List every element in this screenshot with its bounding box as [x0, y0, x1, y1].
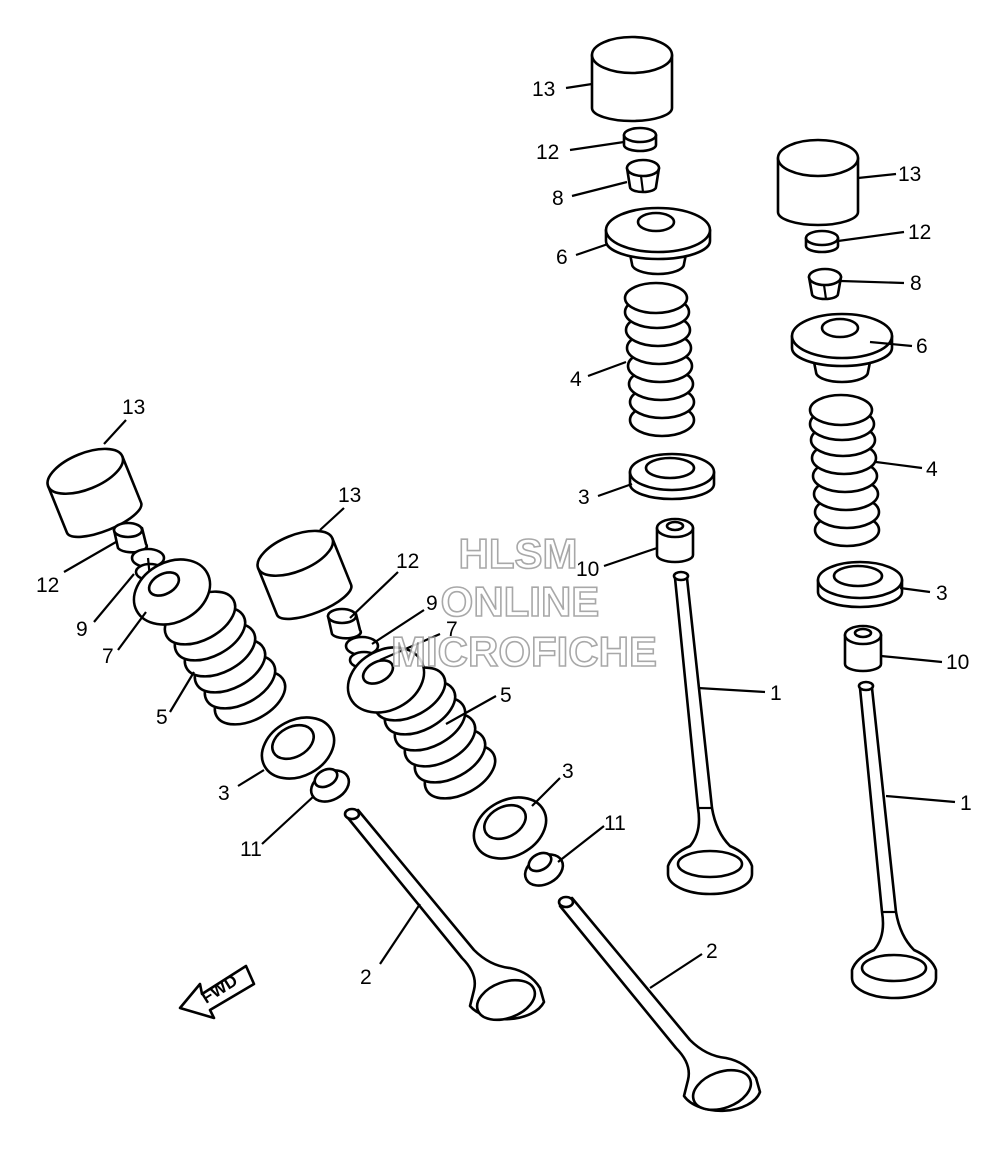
spring-retainer	[346, 646, 426, 714]
label-3-d: 3	[562, 760, 574, 783]
valve-spring	[373, 666, 497, 800]
label-13-c: 13	[122, 396, 145, 419]
label-12-b: 12	[908, 221, 931, 244]
label-4-a: 4	[570, 368, 582, 391]
valve-cotter	[625, 158, 661, 194]
valve-assembly-d	[256, 529, 762, 1113]
spring-retainer	[604, 206, 712, 276]
valve-shim	[326, 607, 362, 640]
label-2-d: 2	[706, 940, 718, 963]
label-12-a: 12	[536, 141, 559, 164]
valve-stem-seal	[655, 517, 695, 564]
valve-spring	[808, 393, 881, 548]
spring-seat	[816, 560, 904, 609]
label-5-d: 5	[500, 684, 512, 707]
label-9-d: 9	[426, 592, 438, 615]
watermark: HLSM ONLINE MICROFICHE	[390, 529, 658, 676]
label-12-c: 12	[36, 574, 59, 597]
label-5-c: 5	[156, 706, 168, 729]
label-3-c: 3	[218, 782, 230, 805]
valve-spring	[163, 590, 287, 726]
valve-lifter	[776, 138, 860, 227]
label-7-c: 7	[102, 645, 114, 668]
valve-stem-seal	[523, 851, 565, 887]
label-3-b: 3	[936, 582, 948, 605]
spring-seat	[472, 796, 548, 860]
spring-seat	[260, 716, 336, 780]
label-11-d: 11	[604, 812, 626, 835]
forward-arrow-icon: FWD	[178, 964, 256, 1020]
label-8-a: 8	[552, 187, 564, 210]
label-3-a: 3	[578, 486, 590, 509]
watermark-line-1: HLSM	[459, 530, 578, 577]
watermark-line-2: ONLINE	[441, 578, 600, 625]
valve-stem-seal	[843, 624, 883, 673]
label-7-d: 7	[446, 618, 458, 641]
label-13-b: 13	[898, 163, 921, 186]
label-8-b: 8	[910, 272, 922, 295]
valve-shim	[804, 229, 840, 254]
exhaust-valve	[343, 807, 546, 1022]
label-11-c: 11	[240, 838, 262, 861]
label-2-c: 2	[360, 966, 372, 989]
part-number-labels: 13 12 8 6 4 3 10 1 13 12 8 6 4 3 10 1 13…	[36, 78, 972, 989]
watermark-line-3: MICROFICHE	[391, 628, 657, 675]
spring-seat	[628, 452, 716, 501]
intake-valve	[666, 570, 754, 896]
valve-spring	[623, 281, 696, 438]
label-1-b: 1	[960, 792, 972, 815]
valve-assembly-b	[776, 138, 938, 1000]
exhaust-valve	[557, 895, 762, 1113]
valve-cotter	[807, 267, 843, 301]
spring-retainer	[132, 558, 212, 626]
label-10-b: 10	[946, 651, 969, 674]
intake-valve	[850, 680, 938, 1000]
label-4-b: 4	[926, 458, 938, 481]
valve-shim	[112, 521, 148, 554]
label-13-d: 13	[338, 484, 361, 507]
label-12-d: 12	[396, 550, 419, 573]
valve-lifter	[590, 35, 674, 123]
label-13-a: 13	[532, 78, 555, 101]
valve-assembly-a	[590, 35, 754, 896]
valve-stem-seal	[309, 767, 351, 803]
valve-shim	[622, 126, 658, 153]
valve-lifter	[256, 529, 353, 621]
label-1-a: 1	[770, 682, 782, 705]
leader-lines	[63, 82, 956, 989]
label-10-a: 10	[576, 558, 599, 581]
valve-lifter	[46, 447, 143, 539]
label-6-a: 6	[556, 246, 568, 269]
spring-retainer	[790, 312, 894, 384]
valve-assembly-c	[46, 447, 546, 1022]
label-6-b: 6	[916, 335, 928, 358]
label-9-c: 9	[76, 618, 88, 641]
